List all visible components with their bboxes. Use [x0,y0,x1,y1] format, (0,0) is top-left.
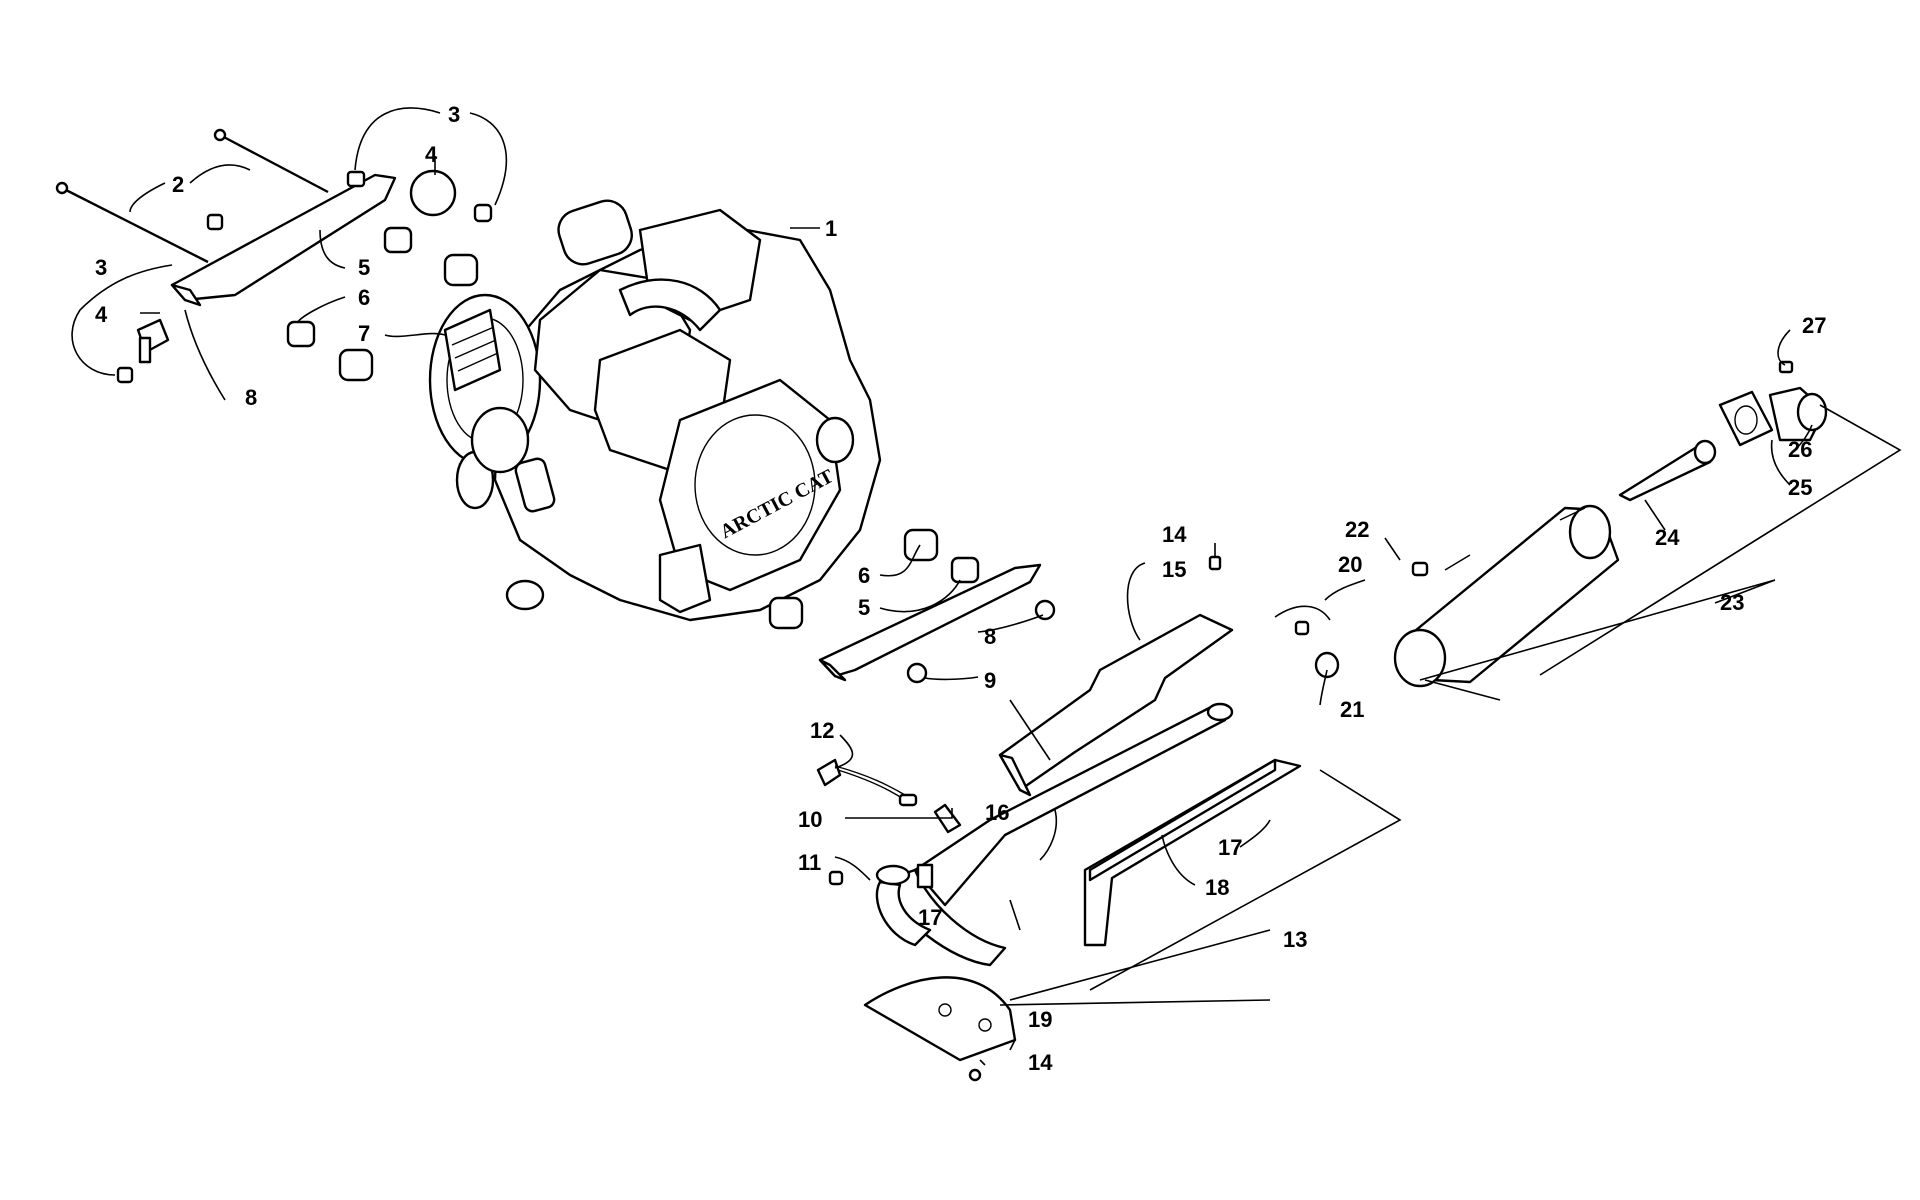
callout-15: 15 [1162,557,1186,582]
callout-7: 7 [358,321,370,346]
callout-8: 8 [245,385,257,410]
callout-14: 14 [1162,522,1187,547]
callout-8: 8 [984,624,996,649]
engine-assembly: ARCTIC CAT [428,199,882,622]
outlet-flange [1718,360,1828,447]
front-bolts [55,128,329,264]
heat-shield-bottom [863,976,1017,1062]
callout-27: 27 [1802,313,1826,338]
callout-19: 19 [1028,1007,1052,1032]
callout-21: 21 [1340,697,1364,722]
exhaust-small-parts [828,555,1340,1082]
callout-24: 24 [1655,525,1680,550]
callout-5: 5 [858,595,870,620]
oxygen-sensor-harness [816,758,918,807]
callout-10: 10 [798,807,822,832]
callout-23: 23 [1720,590,1744,615]
callout-13: 13 [1283,927,1307,952]
muffler [1393,504,1620,688]
callout-labels: 1 2 3 3 4 4 5 5 6 6 7 8 8 9 10 11 12 13 … [95,102,1826,1075]
callout-11: 11 [798,850,821,875]
callout-3: 3 [448,102,460,127]
callout-22: 22 [1345,517,1369,542]
callout-18: 18 [1205,875,1229,900]
callout-5: 5 [358,255,370,280]
callout-17: 17 [1218,835,1242,860]
right-mount-hardware [768,528,1056,684]
callout-2: 2 [172,172,184,197]
exhaust-pipe [875,702,1234,967]
callout-1: 1 [825,216,837,241]
callout-16: 16 [985,800,1009,825]
callout-25: 25 [1788,475,1812,500]
callout-12: 12 [810,718,834,743]
heat-shield-upper [998,613,1234,797]
callout-9: 9 [984,668,996,693]
upper-left-bracket [170,173,397,307]
callout-26: 26 [1788,437,1812,462]
callout-6: 6 [358,285,370,310]
callout-6: 6 [858,563,870,588]
callout-4: 4 [425,142,438,167]
heat-shield-lower [1083,758,1302,947]
callout-17: 17 [918,905,942,930]
spark-arrestor [1618,439,1717,502]
callout-3: 3 [95,255,107,280]
callout-14: 14 [1028,1050,1053,1075]
callout-4: 4 [95,302,108,327]
leader-lines [71,107,1902,1066]
left-mount-hardware [116,169,493,384]
callout-20: 20 [1338,552,1362,577]
